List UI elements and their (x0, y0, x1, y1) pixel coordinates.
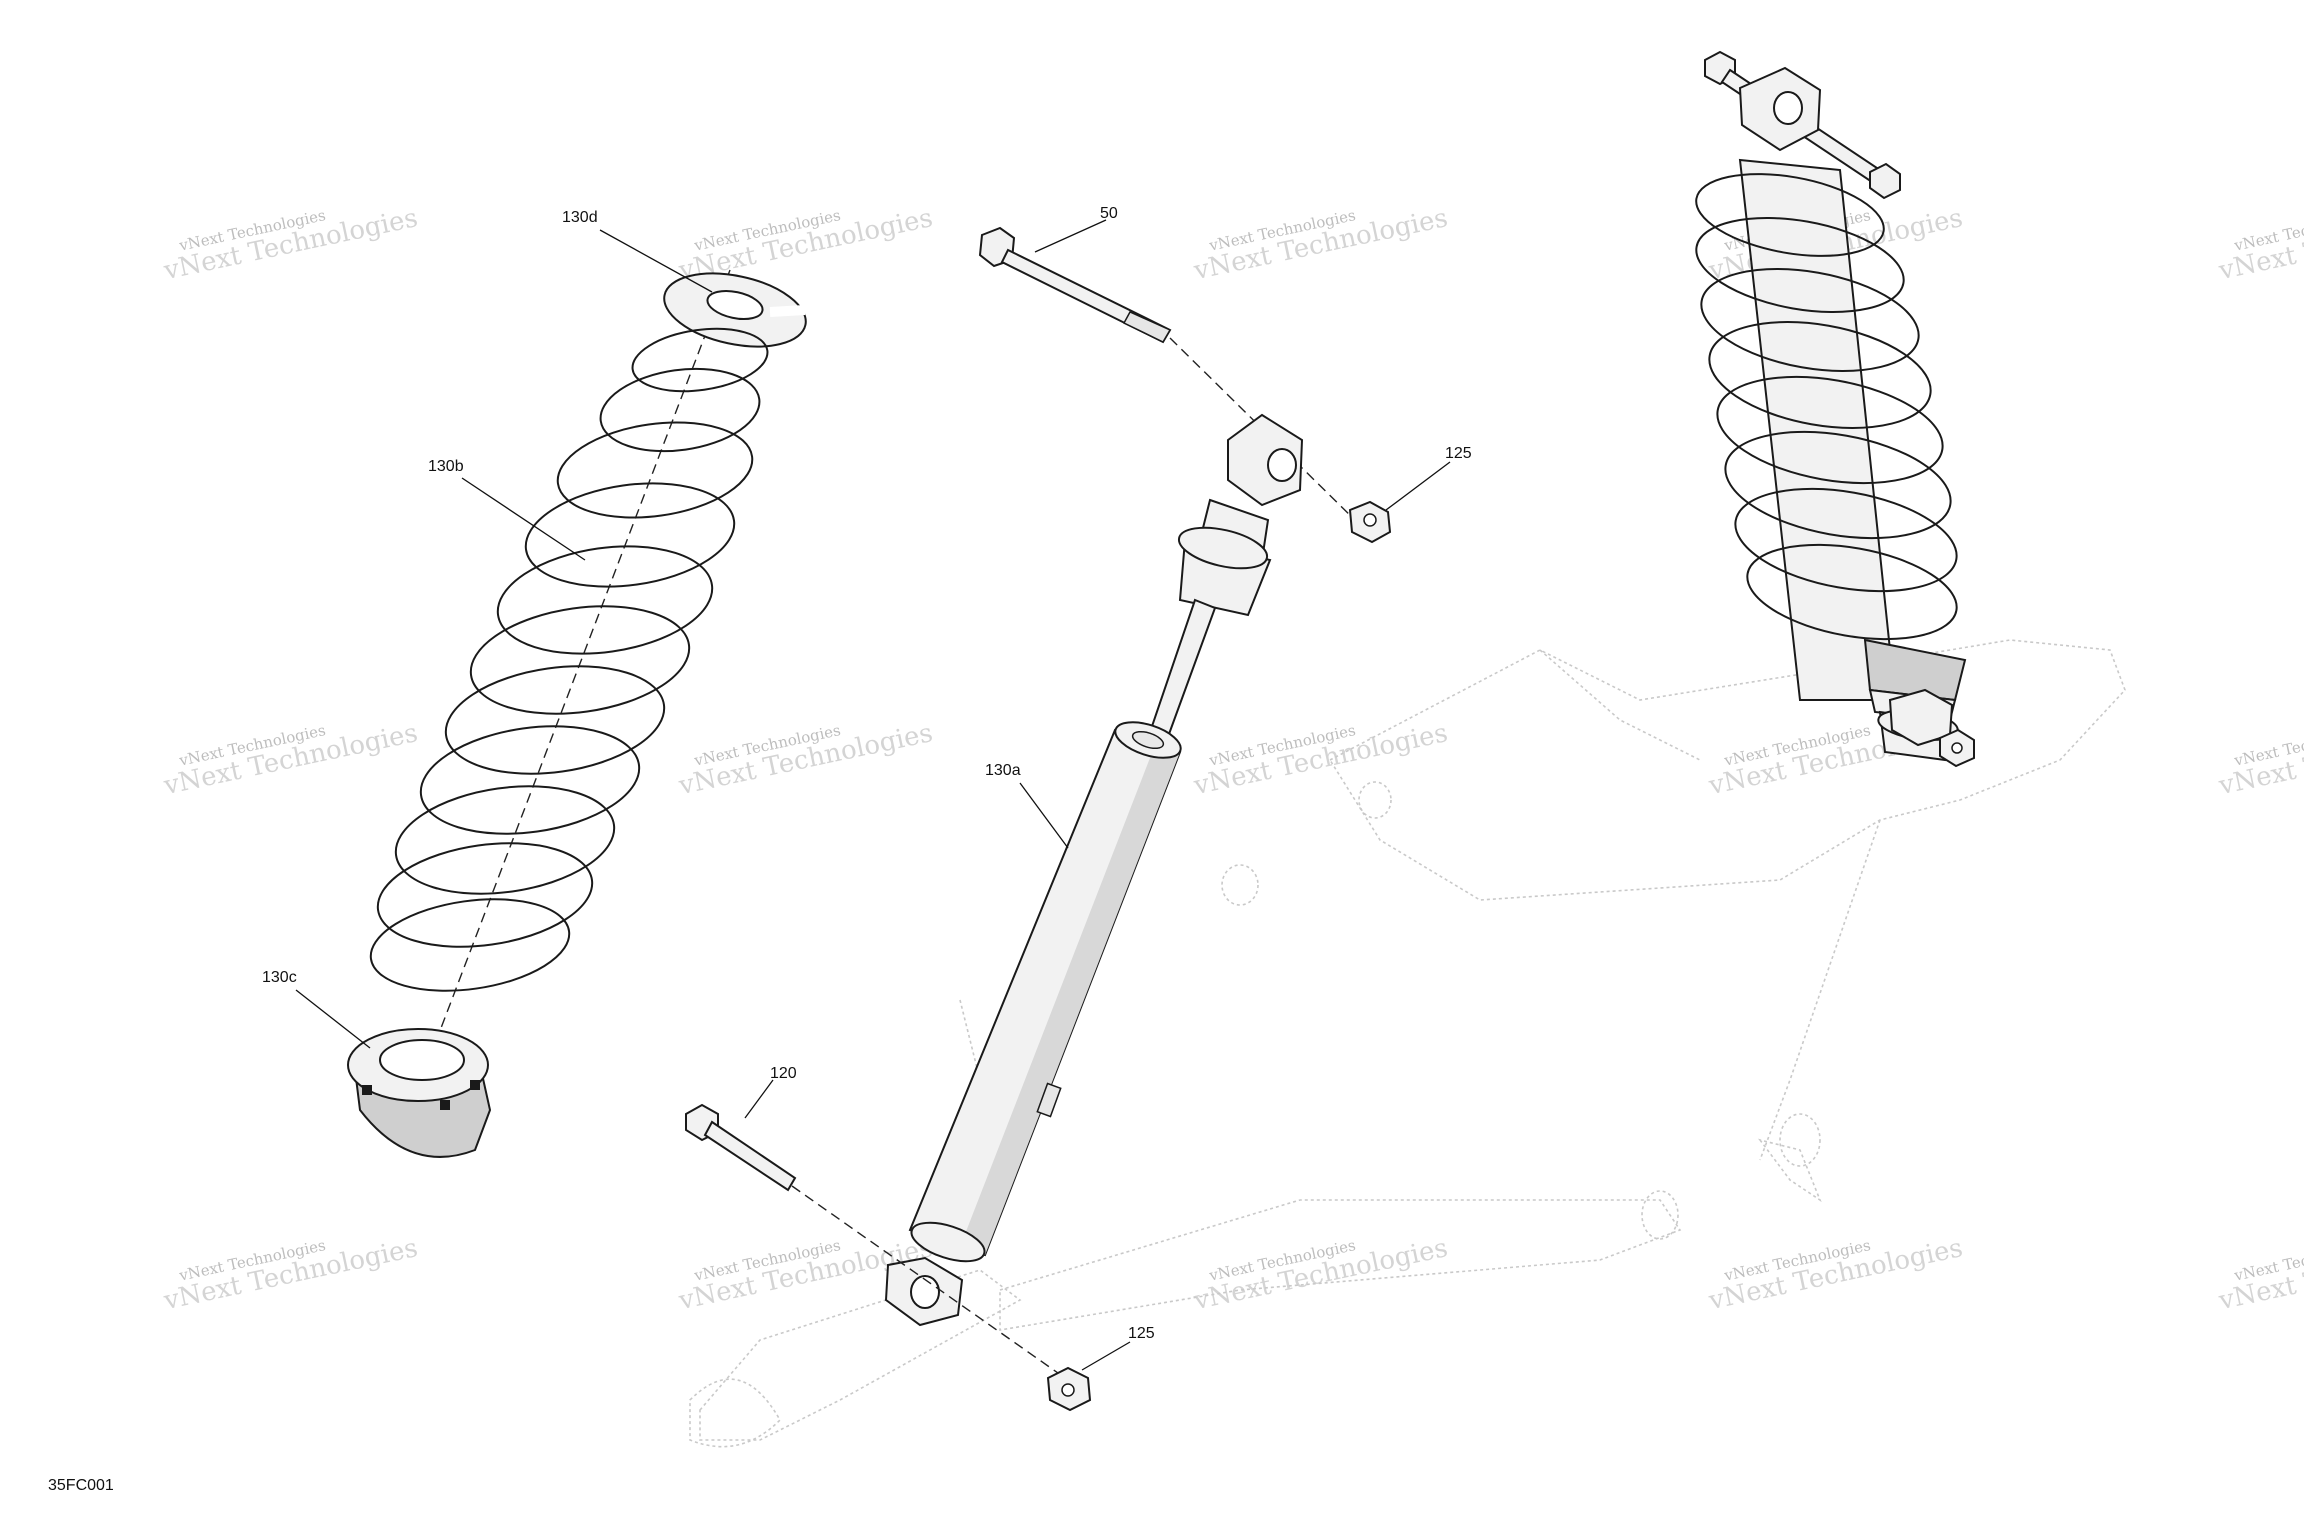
shock-absorber (884, 413, 1304, 1327)
watermark-tile: vNext Technologies vNext Technologies (160, 203, 420, 286)
callout-130c: 130c (262, 969, 297, 986)
suspension-arm-ghost (689, 639, 2126, 1448)
leader-125-bottom (1081, 1341, 1131, 1371)
watermark-tile: vNext Technologies vNext Technologies (1705, 1233, 1965, 1316)
assembled-shock (1695, 50, 1975, 768)
watermark-tile: vNext Technologies vNext Technologies (2215, 203, 2304, 286)
callout-130d: 130d (562, 209, 598, 226)
callout-130a: 130a (985, 762, 1021, 779)
spring-center-axis (424, 269, 731, 1071)
watermark-tile: vNext Technologies vNext Technologies (675, 203, 935, 286)
leader-125-top (1385, 461, 1451, 511)
leader-120 (744, 1079, 774, 1119)
leader-lines (295, 219, 1451, 1371)
watermark-layer: vNext Technologies vNext Technologies vN… (160, 203, 2304, 1316)
leader-130b (461, 477, 586, 561)
callout-labels: 130d 130b 130c 50 125 130a 120 125 (262, 205, 1472, 1342)
lower-spring-seat (347, 1028, 492, 1158)
spring-retainer (663, 272, 807, 348)
watermark-tile: vNext Technologies vNext Technologies (1190, 1233, 1450, 1316)
watermark-tile: vNext Technologies vNext Technologies (675, 718, 935, 801)
leader-130d (599, 229, 713, 293)
watermark-tile: vNext Technologies vNext Technologies (1190, 203, 1450, 286)
bolt-120-axis (791, 1185, 1076, 1386)
bolt-120 (685, 1103, 797, 1192)
coil-spring (369, 327, 769, 992)
watermark-tile: vNext Technologies vNext Technologies (160, 718, 420, 801)
bolt-50 (978, 226, 1172, 344)
watermark-tile: vNext Technologies vNext Technologies (2215, 718, 2304, 801)
nut-125-bottom (1046, 1366, 1092, 1412)
figure-code: 35FC001 (48, 1477, 114, 1494)
callout-50: 50 (1100, 205, 1118, 222)
leader-130c (295, 989, 371, 1049)
callout-125-bottom: 125 (1128, 1325, 1155, 1342)
watermark-tile: vNext Technologies vNext Technologies (2215, 1233, 2304, 1316)
callout-125-top: 125 (1445, 445, 1472, 462)
callout-120: 120 (770, 1065, 797, 1082)
nut-125-top (1348, 500, 1392, 544)
watermark-tile: vNext Technologies vNext Technologies (160, 1233, 420, 1316)
leader-50 (1034, 219, 1107, 253)
callout-130b: 130b (428, 458, 464, 475)
leader-130a (1019, 782, 1069, 849)
